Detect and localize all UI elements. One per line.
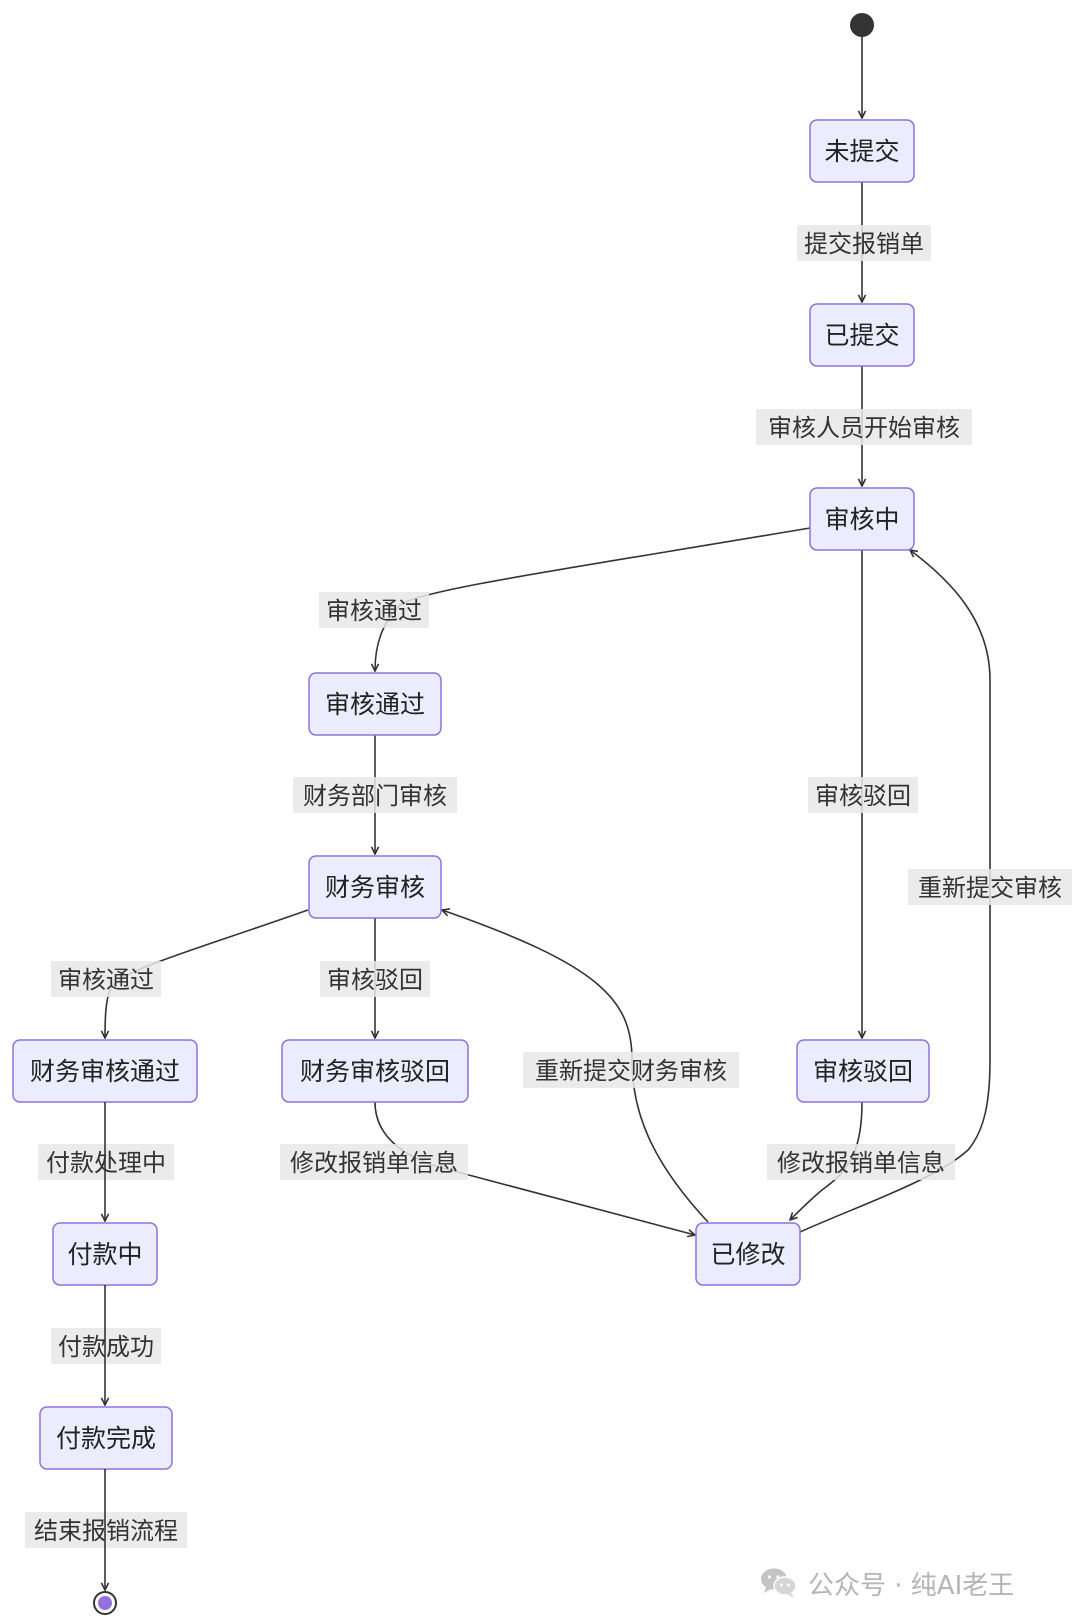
watermark: 公众号 · 纯AI老王 — [760, 1563, 1014, 1603]
edge-label-payment-success: 付款成功 — [51, 1328, 161, 1364]
state-review-rejected: 审核驳回 — [796, 1039, 930, 1103]
svg-text:提交报销单: 提交报销单 — [804, 230, 924, 258]
state-paying: 付款中 — [52, 1222, 158, 1286]
svg-text:审核通过: 审核通过 — [325, 690, 425, 719]
svg-text:修改报销单信息: 修改报销单信息 — [290, 1149, 458, 1177]
edge-label-finance-review-rejected: 审核驳回 — [320, 961, 430, 997]
edge-label-finance-review-passed: 审核通过 — [51, 961, 161, 997]
edge-label-payment-processing: 付款处理中 — [38, 1144, 174, 1180]
state-finance-review: 财务审核 — [308, 855, 442, 919]
svg-text:已修改: 已修改 — [710, 1240, 785, 1269]
start-state — [850, 13, 874, 37]
svg-text:审核人员开始审核: 审核人员开始审核 — [768, 414, 960, 442]
state-reviewing: 审核中 — [809, 487, 915, 551]
state-paid: 付款完成 — [39, 1406, 173, 1470]
state-not-submitted: 未提交 — [809, 119, 915, 183]
edge-review-rejected-to-modified — [790, 1101, 863, 1220]
svg-text:财务审核: 财务审核 — [325, 873, 425, 902]
svg-text:审核中: 审核中 — [824, 505, 899, 534]
end-state — [93, 1591, 117, 1615]
edge-label-start-review: 审核人员开始审核 — [756, 409, 972, 445]
svg-text:付款完成: 付款完成 — [56, 1424, 156, 1453]
svg-text:付款处理中: 付款处理中 — [46, 1149, 166, 1177]
wechat-icon — [761, 1568, 797, 1598]
svg-text:重新提交审核: 重新提交审核 — [918, 874, 1062, 902]
watermark-text: 公众号 · 纯AI老王 — [808, 1570, 1015, 1601]
state-finance-review-rejected: 财务审核驳回 — [281, 1039, 469, 1103]
svg-text:修改报销单信息: 修改报销单信息 — [777, 1149, 945, 1177]
edge-label-resubmit-finance-review: 重新提交财务审核 — [523, 1052, 739, 1088]
edge-label-end-process: 结束报销流程 — [25, 1512, 187, 1548]
state-review-passed: 审核通过 — [308, 672, 442, 736]
state-modified: 已修改 — [695, 1222, 801, 1286]
svg-text:重新提交财务审核: 重新提交财务审核 — [535, 1057, 727, 1085]
edge-label-finance-dept-review: 财务部门审核 — [293, 777, 457, 813]
svg-text:财务部门审核: 财务部门审核 — [303, 782, 447, 810]
edge-label-resubmit-review: 重新提交审核 — [908, 869, 1072, 905]
edge-label-review-rejected: 审核驳回 — [808, 777, 918, 813]
svg-text:未提交: 未提交 — [824, 137, 899, 166]
svg-text:付款中: 付款中 — [67, 1240, 142, 1269]
svg-text:审核通过: 审核通过 — [58, 966, 154, 994]
state-finance-review-passed: 财务审核通过 — [12, 1039, 198, 1103]
svg-text:审核驳回: 审核驳回 — [327, 966, 423, 994]
edge-label-modify-from-finance-rejected: 修改报销单信息 — [280, 1144, 468, 1180]
svg-text:审核驳回: 审核驳回 — [815, 782, 911, 810]
edge-label-review-passed: 审核通过 — [319, 592, 429, 628]
svg-text:审核驳回: 审核驳回 — [813, 1057, 913, 1086]
edge-modified-to-reviewing — [799, 550, 991, 1233]
edge-reviewing-to-review-passed — [375, 527, 811, 671]
svg-text:结束报销流程: 结束报销流程 — [34, 1517, 178, 1545]
edge-label-modify-from-review-rejected: 修改报销单信息 — [767, 1144, 955, 1180]
edge-label-submit-claim: 提交报销单 — [797, 225, 931, 261]
state-submitted: 已提交 — [809, 303, 915, 367]
svg-text:审核通过: 审核通过 — [326, 597, 422, 625]
svg-text:财务审核驳回: 财务审核驳回 — [300, 1057, 450, 1086]
svg-text:财务审核通过: 财务审核通过 — [30, 1057, 180, 1086]
svg-text:付款成功: 付款成功 — [58, 1333, 154, 1361]
svg-text:已提交: 已提交 — [824, 321, 899, 350]
